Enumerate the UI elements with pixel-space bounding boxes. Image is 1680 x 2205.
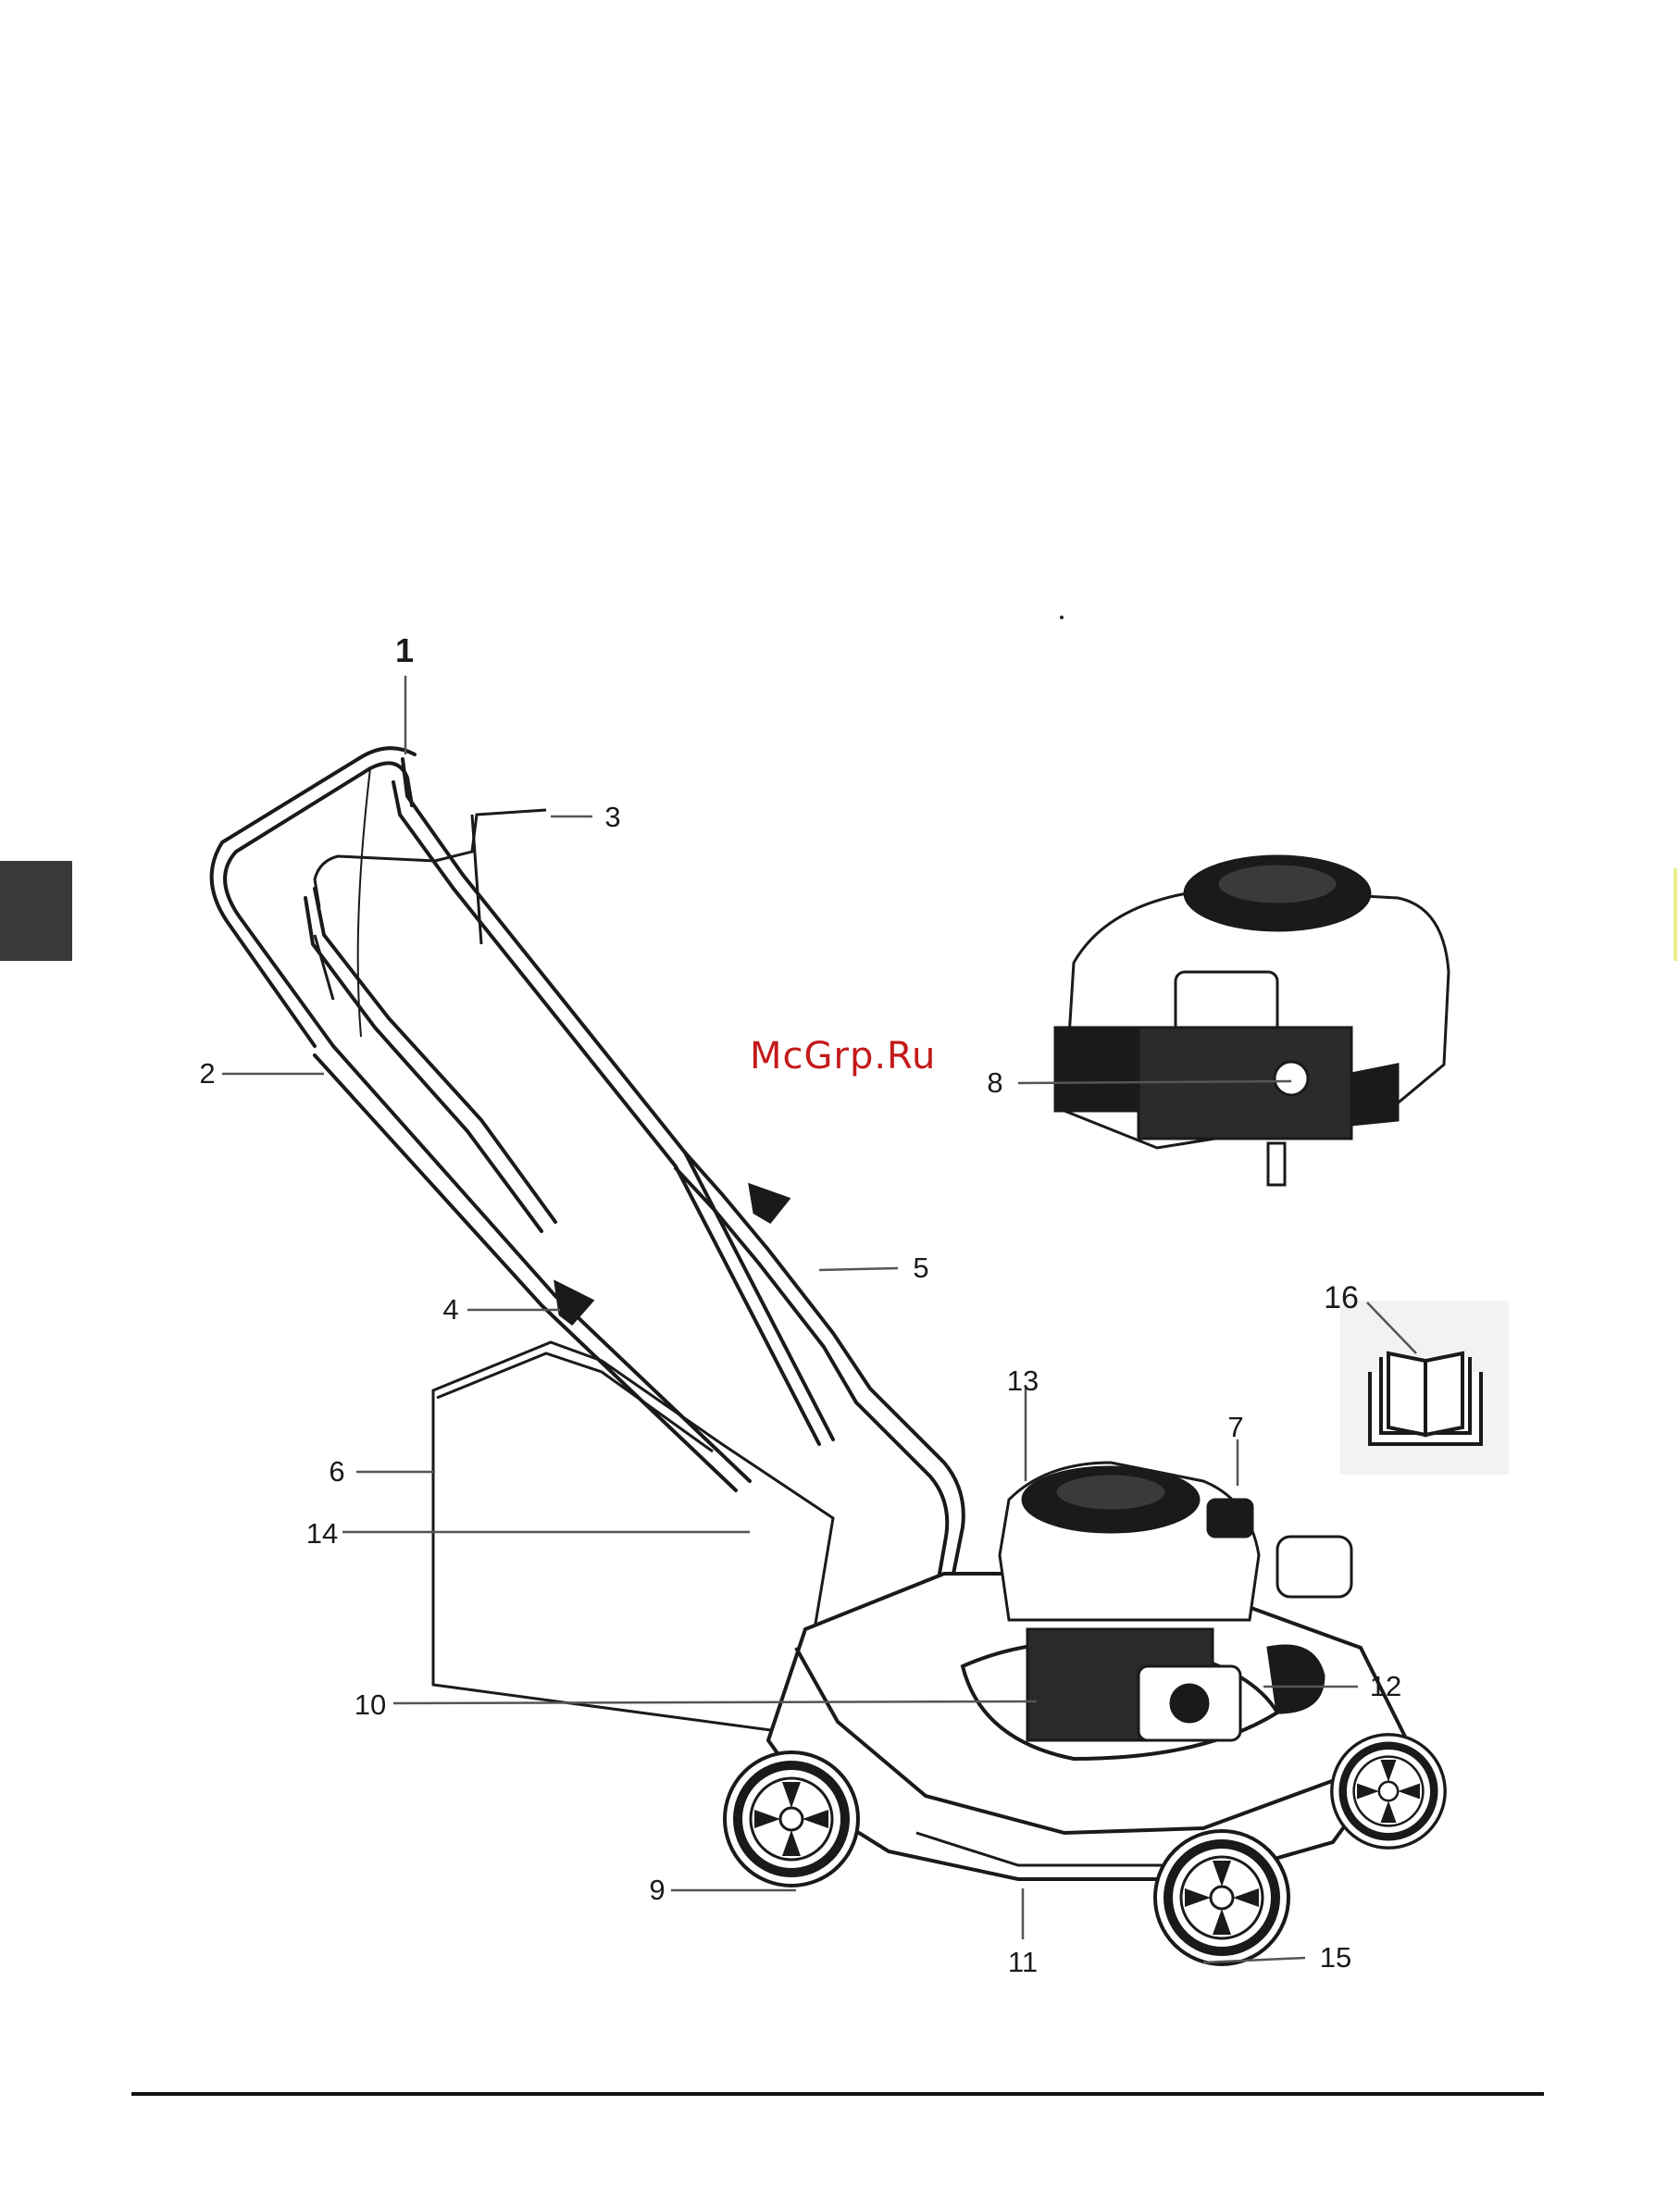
watermark: McGrp.Ru [750,1035,936,1078]
callout-7: 7 [1227,1411,1243,1443]
callout-2: 2 [199,1057,215,1090]
callout-4: 4 [442,1293,458,1326]
callout-5: 5 [913,1252,928,1284]
callout-10: 10 [355,1688,386,1721]
callout-13: 13 [1007,1364,1039,1397]
callout-12: 12 [1370,1670,1401,1702]
engine-detail-view [1055,856,1449,1185]
callout-11: 11 [1008,1946,1038,1978]
callout-8: 8 [987,1066,1002,1099]
callout-14: 14 [306,1517,338,1550]
callout-15: 15 [1320,1941,1351,1974]
throttle-cable [358,768,370,1037]
callout-6: 6 [329,1455,344,1488]
callout-1: 1 [395,631,414,669]
wheel-rear-left [725,1752,858,1886]
engine [1000,1463,1351,1740]
callout-9: 9 [649,1874,665,1906]
manual-icon-box [1340,1301,1509,1475]
open-book-icon [1370,1353,1481,1444]
wheel-front-right [1332,1735,1445,1848]
grass-collection-bag [433,1342,833,1731]
wheel-front-left [1155,1831,1288,1964]
control-bar [315,810,546,1000]
callout-16: 16 [1324,1280,1359,1315]
callout-3: 3 [604,801,620,833]
bottom-rule [131,2092,1544,2096]
